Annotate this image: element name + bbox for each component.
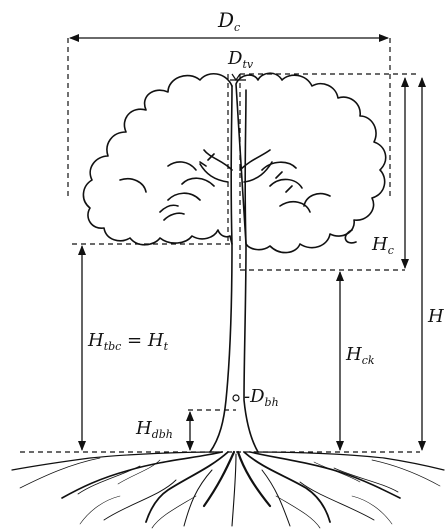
height-reference-lines bbox=[20, 73, 420, 453]
trunk-top-diameter-label: Dtv bbox=[228, 48, 254, 71]
dbh-height-label: Hdbh bbox=[136, 418, 173, 441]
dimension-arrows bbox=[78, 77, 426, 451]
tree-trunk bbox=[209, 85, 259, 453]
crown-diameter-label: Dc bbox=[218, 8, 241, 34]
crown-base-height-label: Hck bbox=[346, 344, 375, 367]
crown-width-dimension bbox=[67, 34, 391, 200]
trunk-height-label: Htbc = Ht bbox=[88, 330, 168, 353]
dbh-label: -Dbh bbox=[244, 386, 279, 409]
crown-height-label: Hc bbox=[372, 234, 394, 257]
tree-height-label: H bbox=[428, 306, 444, 327]
tree-roots bbox=[11, 450, 445, 529]
trunk-top-diameter-mark bbox=[230, 73, 246, 82]
tree-crown bbox=[82, 72, 387, 254]
dbh-pointer bbox=[232, 394, 240, 402]
